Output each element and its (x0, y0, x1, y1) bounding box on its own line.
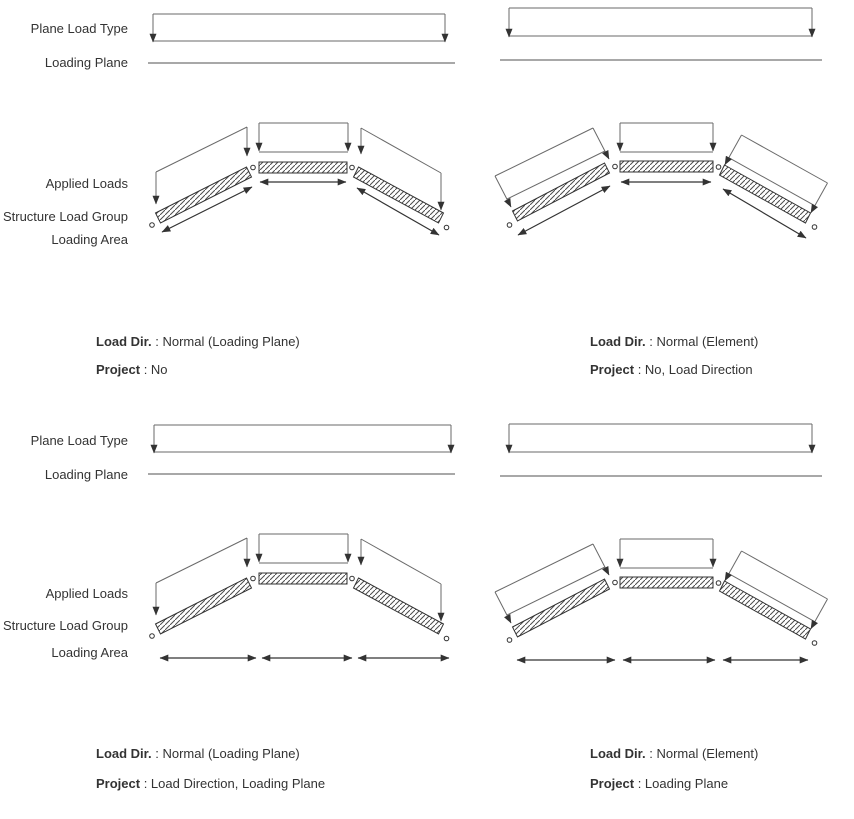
caption-term: Project (590, 776, 635, 791)
joint-nodes (506, 579, 818, 646)
label-structure-load-group: Structure Load Group (2, 618, 128, 633)
diagram-top-left (148, 13, 455, 236)
label-loading-plane: Loading Plane (44, 467, 128, 482)
structure-beams (154, 572, 445, 635)
applied-load-right (357, 127, 445, 211)
applied-load-center (616, 122, 717, 153)
caption-term: Project (96, 776, 141, 791)
caption-term: Project (590, 362, 635, 377)
caption-project-top-left: Project : No (96, 362, 168, 377)
label-loading-area: Loading Area (51, 232, 128, 247)
label-plane-load-type: Plane Load Type (30, 21, 128, 36)
caption-value: : Normal (Element) (645, 334, 759, 349)
caption-value: : Normal (Loading Plane) (151, 746, 300, 761)
caption-value: : Normal (Element) (645, 746, 759, 761)
caption-term: Load Dir. (96, 746, 152, 761)
plane-load-type-symbol (505, 423, 816, 454)
caption-project-bottom-left: Project : Load Direction, Loading Plane (96, 776, 325, 791)
label-applied-loads: Applied Loads (45, 586, 128, 601)
caption-value: : No, Load Direction (634, 362, 753, 377)
applied-load-center (255, 533, 352, 564)
caption-load-dir-bottom-left: Load Dir. : Normal (Loading Plane) (96, 746, 300, 761)
applied-load-center (255, 122, 352, 153)
applied-load-right (724, 550, 828, 630)
caption-value: : No (140, 362, 168, 377)
joint-nodes (506, 163, 818, 230)
plane-load-type-symbol (505, 7, 816, 38)
joint-nodes (149, 164, 450, 231)
diagram-bottom-right (494, 423, 828, 664)
caption-value: : Loading Plane (634, 776, 729, 791)
label-loading-area: Loading Area (51, 645, 128, 660)
caption-load-dir-top-left: Load Dir. : Normal (Loading Plane) (96, 334, 300, 349)
caption-load-dir-top-right: Load Dir. : Normal (Element) (590, 334, 758, 349)
joint-nodes (149, 575, 450, 642)
loading-area-arrows (161, 178, 440, 236)
plane-load-type-symbol (150, 424, 455, 454)
caption-project-bottom-right: Project : Loading Plane (590, 776, 728, 791)
applied-load-left (152, 537, 251, 616)
loading-area-arrows (517, 178, 807, 239)
caption-term: Load Dir. (96, 334, 152, 349)
label-plane-load-type: Plane Load Type (30, 433, 128, 448)
caption-project-top-right: Project : No, Load Direction (590, 362, 753, 377)
caption-term: Load Dir. (590, 334, 646, 349)
caption-value: : Load Direction, Loading Plane (140, 776, 326, 791)
structure-beams (511, 576, 812, 640)
diagram-top-right (494, 7, 828, 239)
applied-load-left (152, 126, 251, 205)
caption-term: Project (96, 362, 141, 377)
applied-load-right (357, 538, 445, 622)
applied-load-center (616, 538, 717, 569)
label-loading-plane: Loading Plane (44, 55, 128, 70)
caption-value: : Normal (Loading Plane) (151, 334, 300, 349)
label-applied-loads: Applied Loads (45, 176, 128, 191)
caption-term: Load Dir. (590, 746, 646, 761)
diagram-bottom-left (148, 424, 455, 662)
label-structure-load-group: Structure Load Group (2, 209, 128, 224)
applied-load-left (494, 543, 610, 624)
plane-load-type-symbol (149, 13, 449, 43)
caption-load-dir-bottom-right: Load Dir. : Normal (Element) (590, 746, 758, 761)
